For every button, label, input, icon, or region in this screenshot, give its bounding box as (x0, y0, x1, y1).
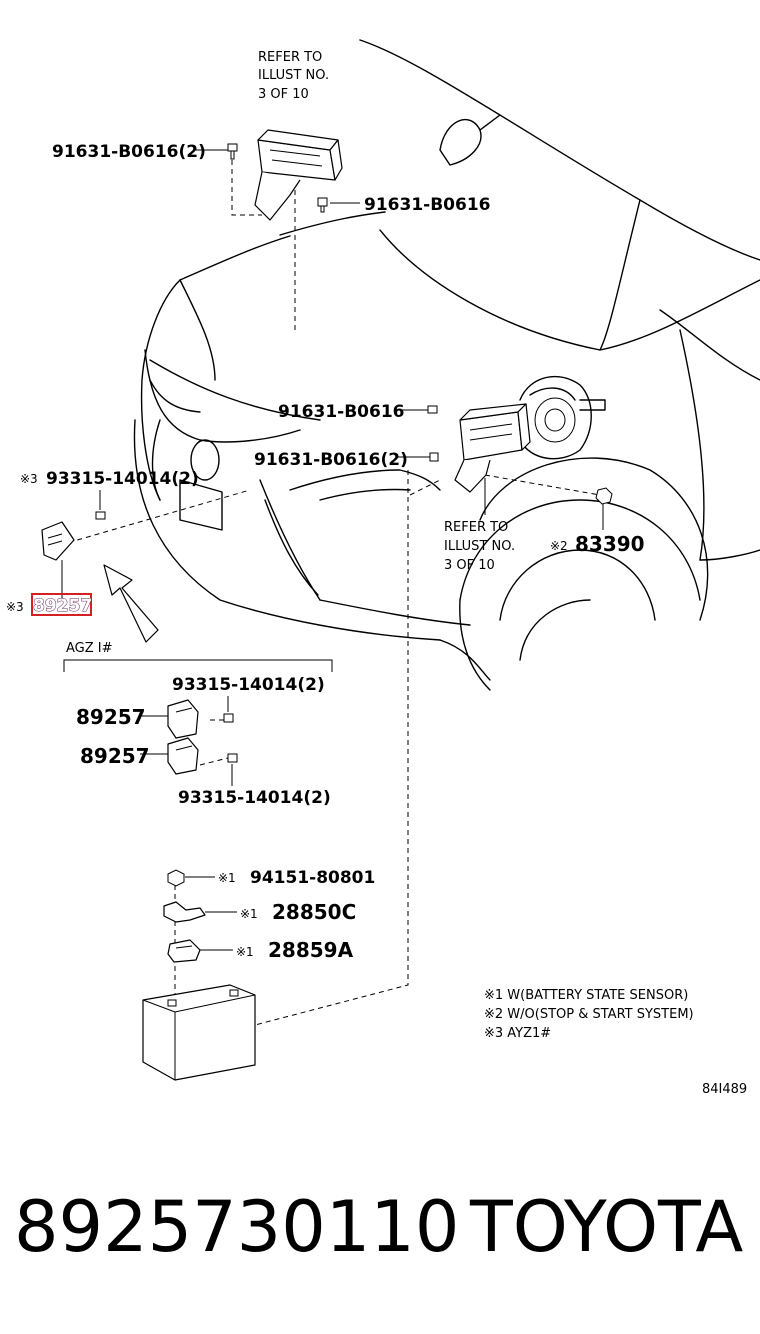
part-label-91631-b0616-top[interactable]: 91631-B0616 (364, 195, 490, 215)
footnote-mark: ※1 (240, 907, 258, 921)
part-label-91631-b0616-2-top[interactable]: 91631-B0616(2) (52, 142, 206, 162)
junction-block-top (254, 129, 343, 221)
footnote-1: ※1 W(BATTERY STATE SENSOR) (484, 988, 688, 1003)
part-label-89257-highlighted[interactable]: 89257 (33, 596, 93, 617)
footnote-mark: ※3 (20, 472, 38, 486)
refer-note-top-line1: REFER TO (258, 50, 322, 65)
part-label-83390[interactable]: 83390 (575, 532, 645, 556)
refer-note-top-line2: ILLUST NO. (258, 68, 329, 83)
footnote-mark: ※1 (236, 945, 254, 959)
exploded-parts-diagram: REFER TO ILLUST NO. 3 OF 10 91631-B0616(… (6, 39, 760, 1097)
footnote-mark: ※3 (6, 600, 24, 614)
part-label-91631-b0616-mid[interactable]: 91631-B0616 (278, 402, 404, 422)
part-label-28850c[interactable]: 28850C (272, 900, 356, 924)
footer-brand: TOYOTA (470, 1186, 744, 1268)
illustration-code: 84I489 (702, 1082, 747, 1097)
agz-section-header: AGZ I# (66, 641, 113, 656)
junction-block-mid (454, 403, 531, 493)
part-label-89257-c[interactable]: 89257 (80, 744, 150, 768)
highlight-box (31, 593, 92, 616)
part-label-89257-b[interactable]: 89257 (76, 705, 146, 729)
bolt-icon (317, 197, 328, 213)
part-label-93315-14014-2-a[interactable]: 93315-14014(2) (46, 469, 199, 489)
part-label-91631-b0616-2-mid[interactable]: 91631-B0616(2) (254, 450, 408, 470)
bolt-icon (227, 753, 238, 763)
part-label-94151-80801[interactable]: 94151-80801 (250, 868, 375, 888)
car-body-outline (133, 39, 760, 691)
footnote-2: ※2 W/O(STOP & START SYSTEM) (484, 1007, 694, 1022)
leader-lines (61, 149, 604, 951)
nut-icon (167, 869, 185, 887)
part-label-93315-14014-2-c[interactable]: 93315-14014(2) (178, 788, 331, 808)
footnote-mark: ※1 (218, 871, 236, 885)
battery-icon (142, 984, 256, 1081)
part-label-28859a[interactable]: 28859A (268, 938, 354, 962)
bolt-icon (95, 511, 106, 520)
nut-icon (595, 487, 613, 505)
footnote-3: ※3 AYZ1# (484, 1026, 551, 1041)
bolt-icon (227, 143, 238, 160)
footer-part-number: 8925730110 (14, 1186, 460, 1268)
refer-note-mid-line1: REFER TO (444, 520, 508, 535)
view-direction-arrow (103, 564, 159, 643)
bolt-icon (223, 713, 234, 723)
part-label-93315-14014-2-b[interactable]: 93315-14014(2) (172, 675, 325, 695)
assembly-lines (59, 160, 601, 1026)
sensor-89257-upper (167, 699, 199, 739)
refer-note-mid-line3: 3 OF 10 (444, 558, 495, 573)
bolt-icon (429, 452, 439, 462)
battery-sensor-cable-28850c (163, 901, 206, 923)
sensor-89257-bumper (41, 521, 75, 561)
sensor-89257-lower (167, 737, 199, 775)
refer-note-top-line3: 3 OF 10 (258, 87, 309, 102)
footnote-mark: ※2 (550, 539, 568, 553)
battery-terminal-28859a (167, 939, 201, 963)
refer-note-mid-line2: ILLUST NO. (444, 539, 515, 554)
bolt-icon (427, 405, 438, 414)
